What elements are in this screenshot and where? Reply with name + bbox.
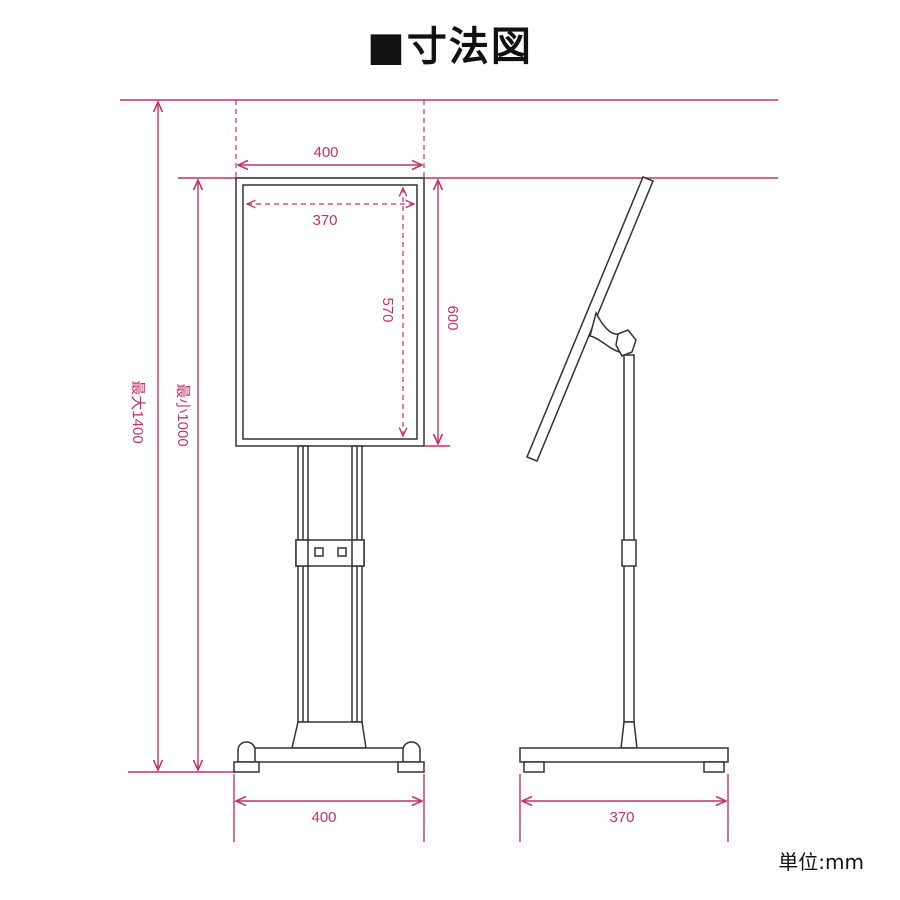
base-width-label: 400 [311, 809, 336, 826]
panel-height-label: 600 [444, 305, 461, 330]
side-stand [519, 176, 729, 773]
inner-height-label: 570 [379, 297, 396, 322]
page-title: ■寸法図 [367, 24, 533, 70]
inner-width-label: 370 [312, 212, 337, 229]
unit-label: 単位:mm [778, 850, 864, 874]
base-depth-label: 370 [609, 809, 634, 826]
front-stand [233, 445, 425, 773]
min-height-label: 最小1000 [174, 383, 191, 446]
max-height-label: 最大1400 [129, 380, 146, 443]
panel-width-label: 400 [313, 144, 338, 161]
sign-panel-inner [242, 184, 418, 440]
